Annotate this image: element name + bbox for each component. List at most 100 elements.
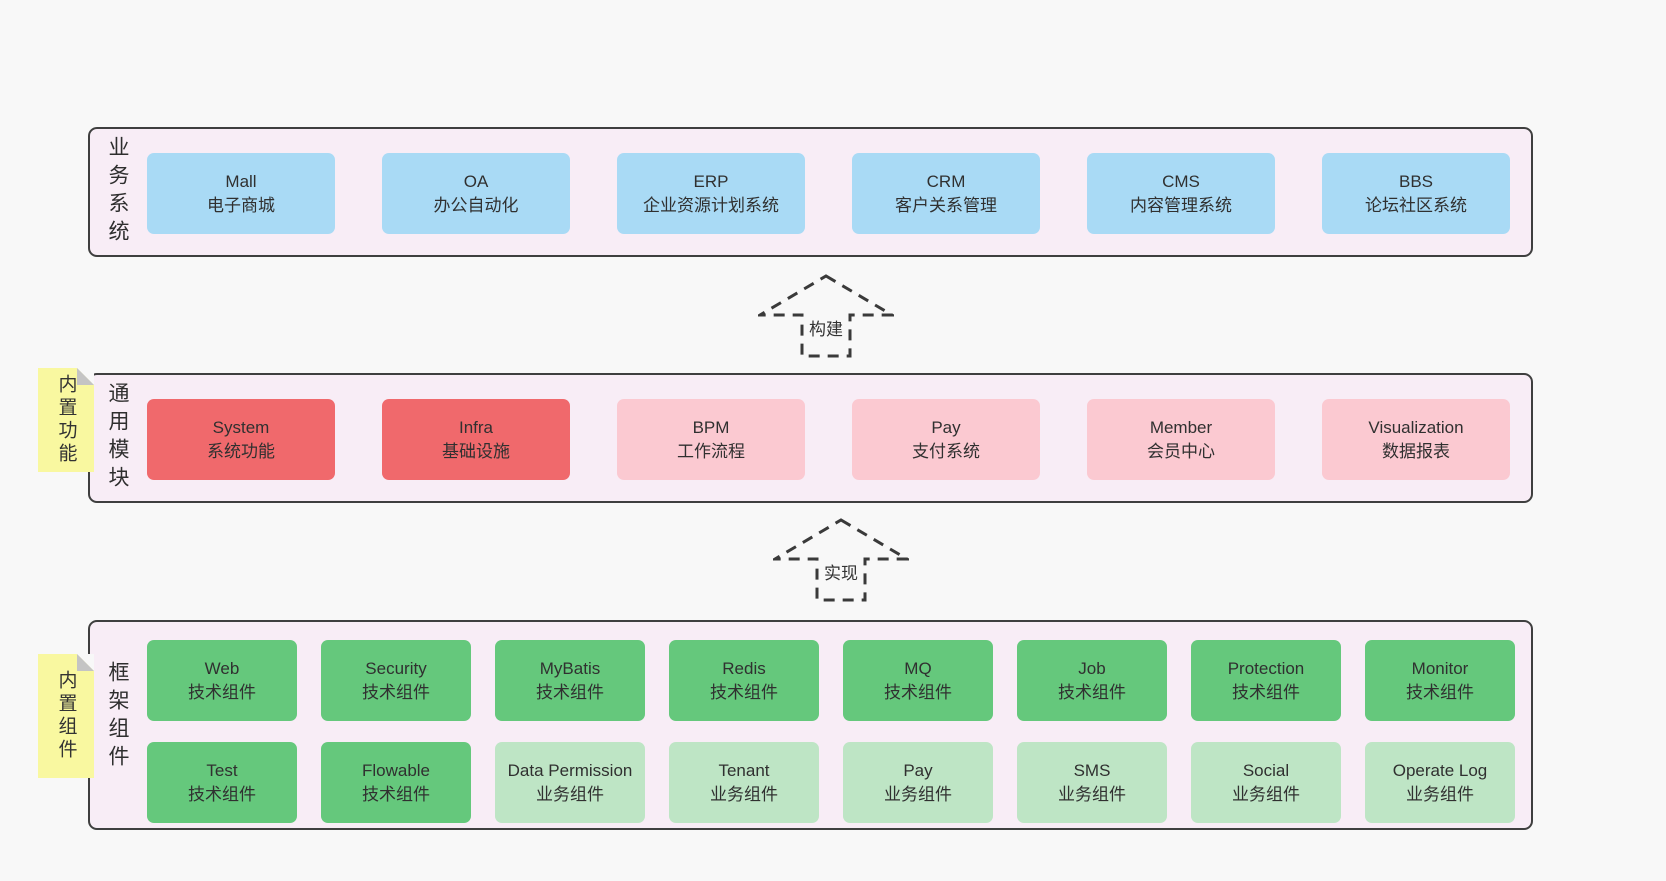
box-title-en: Member — [1149, 417, 1213, 437]
box-title-zh: 技术组件 — [884, 682, 952, 702]
note-text: 内置组件 — [55, 670, 77, 762]
box-job: Job 技术组件 — [1017, 640, 1167, 721]
box-title-en: Protection — [1227, 658, 1305, 678]
box-title-en: Pay — [931, 417, 961, 437]
box-bbs: BBS 论坛社区系统 — [1322, 153, 1510, 234]
box-web: Web 技术组件 — [147, 640, 297, 721]
box-title-zh: 工作流程 — [677, 441, 745, 461]
box-title-zh: 技术组件 — [1406, 682, 1474, 702]
box-data-permission: Data Permission 业务组件 — [495, 742, 645, 823]
box-title-en: BBS — [1398, 171, 1434, 191]
box-crm: CRM 客户关系管理 — [852, 153, 1040, 234]
section-common-modules: 通用模块 System 系统功能 Infra 基础设施 BPM 工作流程 Pay… — [88, 373, 1533, 503]
box-title-zh: 技术组件 — [188, 784, 256, 804]
box-monitor: Monitor 技术组件 — [1365, 640, 1515, 721]
box-title-en: Infra — [458, 417, 494, 437]
box-title-en: Web — [204, 658, 240, 678]
box-flowable: Flowable 技术组件 — [321, 742, 471, 823]
box-test: Test 技术组件 — [147, 742, 297, 823]
box-title-zh: 系统功能 — [207, 441, 275, 461]
box-protection: Protection 技术组件 — [1191, 640, 1341, 721]
dashed-up-arrow-icon — [758, 274, 894, 358]
box-cms: CMS 内容管理系统 — [1087, 153, 1275, 234]
box-title-zh: 技术组件 — [536, 682, 604, 702]
box-title-en: CRM — [926, 171, 966, 191]
box-title-zh: 技术组件 — [362, 682, 430, 702]
business-systems-row: Mall 电子商城 OA 办公自动化 ERP 企业资源计划系统 CRM 客户关系… — [147, 153, 1510, 234]
sticky-note-built-in-components: 内置组件 — [38, 654, 94, 778]
box-bpm: BPM 工作流程 — [617, 399, 805, 480]
box-title-zh: 电子商城 — [207, 195, 275, 215]
box-title-en: Redis — [722, 658, 766, 678]
box-title-zh: 业务组件 — [710, 784, 778, 804]
box-oa: OA 办公自动化 — [382, 153, 570, 234]
sticky-note-built-in-features: 内置功能 — [38, 368, 94, 472]
box-member: Member 会员中心 — [1087, 399, 1275, 480]
section-business-systems: 业务系统 Mall 电子商城 OA 办公自动化 ERP 企业资源计划系统 CRM… — [88, 127, 1533, 257]
box-title-zh: 技术组件 — [362, 784, 430, 804]
box-title-zh: 业务组件 — [884, 784, 952, 804]
build-arrow-icon: 构建 — [758, 274, 894, 358]
dashed-up-arrow-icon — [773, 518, 909, 602]
box-title-zh: 论坛社区系统 — [1365, 195, 1467, 215]
box-system: System 系统功能 — [147, 399, 335, 480]
box-redis: Redis 技术组件 — [669, 640, 819, 721]
box-title-zh: 业务组件 — [1058, 784, 1126, 804]
box-title-en: Tenant — [718, 760, 770, 780]
box-title-en: Operate Log — [1392, 760, 1488, 780]
box-pay: Pay 支付系统 — [852, 399, 1040, 480]
box-title-en: System — [212, 417, 270, 437]
box-title-en: MyBatis — [539, 658, 601, 678]
box-security: Security 技术组件 — [321, 640, 471, 721]
section-label-components: 框架组件 — [106, 660, 129, 773]
box-title-en: MQ — [904, 658, 932, 678]
box-social: Social 业务组件 — [1191, 742, 1341, 823]
implement-arrow-label: 实现 — [821, 559, 861, 584]
box-title-zh: 办公自动化 — [433, 195, 519, 215]
box-title-en: Security — [365, 658, 427, 678]
box-title-en: Job — [1078, 658, 1106, 678]
box-title-zh: 客户关系管理 — [895, 195, 997, 215]
box-mybatis: MyBatis 技术组件 — [495, 640, 645, 721]
implement-arrow-icon: 实现 — [773, 518, 909, 602]
box-title-zh: 数据报表 — [1382, 441, 1450, 461]
build-arrow-label: 构建 — [806, 315, 846, 340]
box-operate-log: Operate Log 业务组件 — [1365, 742, 1515, 823]
box-title-en: SMS — [1073, 760, 1111, 780]
box-title-en: Flowable — [361, 760, 431, 780]
box-mq: MQ 技术组件 — [843, 640, 993, 721]
box-title-zh: 支付系统 — [912, 441, 980, 461]
section-label-modules: 通用模块 — [106, 382, 129, 494]
box-tenant: Tenant 业务组件 — [669, 742, 819, 823]
box-title-zh: 业务组件 — [536, 784, 604, 804]
section-label-business: 业务系统 — [106, 136, 129, 248]
box-title-zh: 企业资源计划系统 — [643, 195, 779, 215]
box-title-zh: 会员中心 — [1147, 441, 1215, 461]
section-framework-components: 框架组件 Web 技术组件 Security 技术组件 MyBatis 技术组件… — [88, 620, 1533, 830]
box-mall: Mall 电子商城 — [147, 153, 335, 234]
box-title-en: CMS — [1162, 171, 1200, 191]
box-title-en: OA — [463, 171, 489, 191]
box-title-zh: 技术组件 — [1058, 682, 1126, 702]
framework-components-row-2: Test 技术组件 Flowable 技术组件 Data Permission … — [147, 742, 1515, 823]
box-title-en: BPM — [692, 417, 730, 437]
box-sms: SMS 业务组件 — [1017, 742, 1167, 823]
box-title-en: Test — [206, 760, 238, 780]
framework-components-row-1: Web 技术组件 Security 技术组件 MyBatis 技术组件 Redi… — [147, 640, 1515, 721]
common-modules-row: System 系统功能 Infra 基础设施 BPM 工作流程 Pay 支付系统… — [147, 399, 1510, 480]
box-title-en: Monitor — [1411, 658, 1469, 678]
box-title-en: Visualization — [1368, 417, 1464, 437]
box-title-zh: 技术组件 — [1232, 682, 1300, 702]
box-erp: ERP 企业资源计划系统 — [617, 153, 805, 234]
box-title-en: Data Permission — [507, 760, 633, 780]
box-title-en: Social — [1242, 760, 1290, 780]
box-visualization: Visualization 数据报表 — [1322, 399, 1510, 480]
box-title-en: Pay — [903, 760, 933, 780]
box-title-en: ERP — [693, 171, 729, 191]
box-title-zh: 基础设施 — [442, 441, 510, 461]
note-text: 内置功能 — [55, 374, 77, 466]
box-title-zh: 技术组件 — [710, 682, 778, 702]
box-infra: Infra 基础设施 — [382, 399, 570, 480]
box-pay: Pay 业务组件 — [843, 742, 993, 823]
box-title-zh: 技术组件 — [188, 682, 256, 702]
